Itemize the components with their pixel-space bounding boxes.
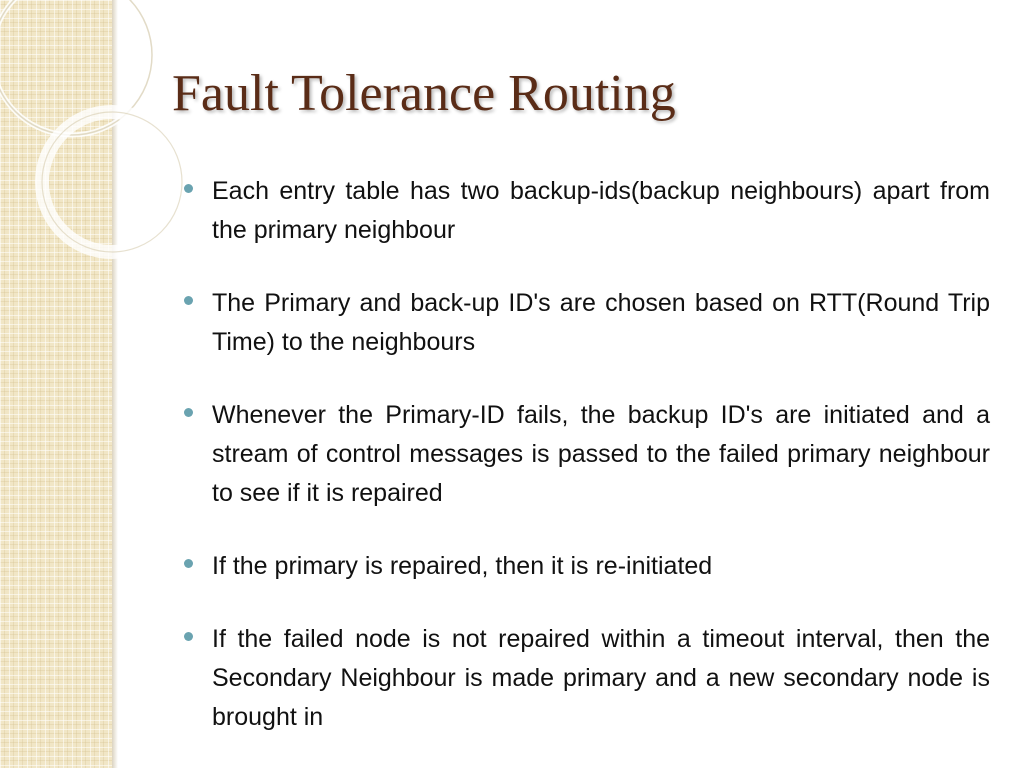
bullet-dot-icon xyxy=(184,559,193,568)
decorative-rings xyxy=(0,0,189,259)
bullet-item: Each entry table has two backup-ids(back… xyxy=(182,172,990,250)
bullet-dot-icon xyxy=(184,296,193,305)
bullet-text: If the failed node is not repaired withi… xyxy=(212,625,990,731)
bullet-item: Whenever the Primary-ID fails, the backu… xyxy=(182,396,990,513)
bullet-list: Each entry table has two backup-ids(back… xyxy=(182,172,990,771)
sidebar-pattern xyxy=(0,0,112,768)
sidebar-shadow xyxy=(112,0,118,768)
bullet-dot-icon xyxy=(184,632,193,641)
bullet-text: If the primary is repaired, then it is r… xyxy=(212,552,713,580)
bullet-item: If the failed node is not repaired withi… xyxy=(182,620,990,737)
bullet-item: If the primary is repaired, then it is r… xyxy=(182,547,990,586)
bullet-text: The Primary and back-up ID's are chosen … xyxy=(212,289,990,356)
bullet-dot-icon xyxy=(184,184,193,193)
bullet-item: The Primary and back-up ID's are chosen … xyxy=(182,284,990,362)
bullet-text: Each entry table has two backup-ids(back… xyxy=(212,177,990,244)
slide-title: Fault Tolerance Routing xyxy=(172,65,676,122)
bullet-dot-icon xyxy=(184,408,193,417)
bullet-text: Whenever the Primary-ID fails, the backu… xyxy=(212,401,990,507)
